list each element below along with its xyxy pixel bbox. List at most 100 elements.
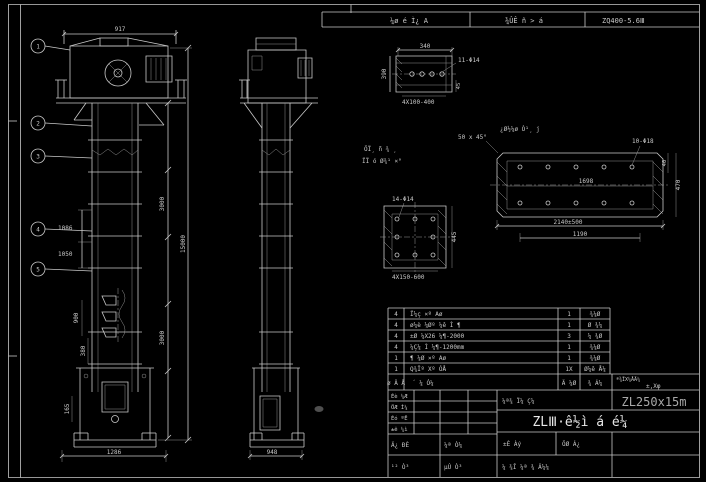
sig-label-1: Éè ¼Æ bbox=[391, 392, 408, 400]
title-bottom-note: ¼ ¾Î ¼ª ¾ Ä¼¼ bbox=[502, 464, 549, 471]
svg-text:´ ¼ Ó¼: ´ ¼ Ó¼ bbox=[412, 380, 434, 387]
front-dim-width: 917 bbox=[115, 26, 126, 33]
side-dim-base: 948 bbox=[267, 449, 278, 456]
svg-text:¶ ¼Ø ×º Aø: ¶ ¼Ø ×º Aø bbox=[410, 355, 447, 362]
balloon-2: 2 bbox=[31, 116, 92, 130]
balloon-1: 1 bbox=[31, 39, 70, 53]
parts-footer: ø Ä Å ´ ¼ Ó¼ Ä ¼Ø ¾ Á¼ ª¾ÏX¼ÅÄ¼ ±,Xφ bbox=[387, 376, 661, 390]
svg-text:¼Ç¼ Ì ¼¶-1200mm: ¼Ç¼ Ì ¼¶-1200mm bbox=[410, 344, 465, 351]
weight-label: ÖØ Á¿ bbox=[562, 441, 580, 448]
svg-text:ø Ä Å: ø Ä Å bbox=[387, 380, 405, 387]
balloon-5: 5 bbox=[31, 262, 92, 276]
drawing-title: ZLⅢ·ê½ì á é¼ bbox=[532, 415, 627, 430]
sig-label-3: Éó ºË bbox=[391, 414, 408, 422]
channel-dim-thickness: 45 bbox=[456, 83, 462, 90]
front-dim-sec-b: 3000 bbox=[159, 330, 166, 345]
svg-text:1: 1 bbox=[394, 366, 398, 373]
svg-text:2: 2 bbox=[36, 121, 40, 128]
sheet-label-1: ¹² Ò³ bbox=[391, 464, 409, 471]
svg-text:4: 4 bbox=[36, 227, 40, 234]
aux-label: ¼ª Ò¼ bbox=[444, 442, 462, 449]
svg-text:ø¼è ¼Øº ¼ê Ì ¶: ø¼è ¼Øº ¼ê Ì ¶ bbox=[410, 322, 461, 329]
front-dim-900: 900 bbox=[73, 312, 80, 323]
sheet-frame bbox=[9, 5, 700, 478]
svg-text:¾ Á¼: ¾ Á¼ bbox=[588, 380, 603, 387]
channel-dim-height: 390 bbox=[381, 68, 388, 79]
top-header-strip: ¼ø é Ì¿ A ¾ÛÊ ñ > á ZQ400-5.6Ⅲ bbox=[322, 12, 699, 27]
flange-detail: ÖÏ¸ ñ ¾ ¸ ÏÏ ó Ø¾¹ ×° 14-Φ14 445 4X150-6… bbox=[362, 146, 458, 281]
svg-text:¾¼Ø: ¾¼Ø bbox=[590, 355, 601, 362]
svg-text:Ø ¾¼: Ø ¾¼ bbox=[588, 322, 603, 329]
parts-row-5: 1 ¶ ¼Ø ×º Aø 1 ¾¼Ø bbox=[394, 355, 601, 362]
svg-text:Ï¼ç ×º Aø: Ï¼ç ×º Aø bbox=[410, 311, 443, 318]
front-dim-1050: 1050 bbox=[58, 251, 73, 258]
flange-hole-spacing: 4X150-600 bbox=[392, 274, 425, 281]
plate-detail: 50 x 45° ¿Ø½¼ø Ò¹¸ j 10-Φ18 1698 40 470 … bbox=[458, 126, 682, 242]
svg-text:1: 1 bbox=[36, 44, 40, 51]
plate-dim-overall: 2140±500 bbox=[554, 219, 583, 226]
front-dim-base: 1286 bbox=[107, 449, 122, 456]
svg-text:1: 1 bbox=[567, 311, 571, 318]
scale-label: ±È Àý bbox=[503, 440, 521, 448]
front-dim-165: 165 bbox=[64, 403, 71, 414]
title-block: Éè ¼Æ ÖÆ Í¼ Éó ºË ±ê ¼ì Ä¿ ÐÈ ¼ª Ò¼ ¹² Ò… bbox=[388, 390, 699, 477]
channel-hole-spacing: 4X100-400 bbox=[402, 99, 435, 106]
svg-text:1: 1 bbox=[394, 355, 398, 362]
svg-text:¼ ¾Ø: ¼ ¾Ø bbox=[588, 333, 603, 340]
title-top-note: ¼ª¾ Ï¼ Ç¼ bbox=[502, 398, 535, 405]
svg-text:1: 1 bbox=[567, 344, 571, 351]
balloon-4: 4 bbox=[31, 222, 92, 236]
svg-text:±Ø ¼X26 ¼¶-2000: ±Ø ¼X26 ¼¶-2000 bbox=[410, 333, 465, 340]
plate-dim-sub: 1190 bbox=[573, 231, 588, 238]
side-view: 948 bbox=[239, 38, 318, 460]
svg-text:Q¾Îº Xº ÓÅ: Q¾Îº Xº ÓÅ bbox=[410, 366, 447, 373]
plate-dim-height: 470 bbox=[675, 179, 682, 190]
svg-text:4: 4 bbox=[394, 322, 398, 329]
svg-text:3: 3 bbox=[36, 154, 40, 161]
plate-dim-inner: 1698 bbox=[579, 178, 594, 185]
parts-row-3: 4 ±Ø ¼X26 ¼¶-2000 3 ¼ ¾Ø bbox=[394, 333, 602, 340]
channel-detail: 340 11-Φ14 390 4X100-400 45 bbox=[381, 43, 480, 106]
parts-row-4: 4 ¼Ç¼ Ì ¼¶-1200mm 1 ¾¼Ø bbox=[394, 344, 601, 351]
header-material-note: ¾ÛÊ ñ > á bbox=[505, 16, 543, 25]
svg-text:4: 4 bbox=[394, 333, 398, 340]
balloon-3: 3 bbox=[31, 149, 92, 163]
flange-note-1: ÖÏ¸ ñ ¾ ¸ bbox=[364, 146, 397, 153]
parts-list: 4 Ï¼ç ×º Aø 1 ¾¼Ø 4 ø¼è ¼Øº ¼ê Ì ¶ 1 Ø ¾… bbox=[387, 308, 699, 477]
svg-text:5: 5 bbox=[36, 267, 40, 274]
plate-dim-edge: 40 bbox=[662, 160, 668, 167]
svg-text:1X: 1X bbox=[565, 366, 573, 373]
sig-label-4: ±ê ¼ì bbox=[391, 426, 408, 433]
drawing-model: ZL250x15m bbox=[621, 395, 686, 409]
front-dim-height: 15000 bbox=[180, 235, 187, 253]
header-process-note: ¼ø é Ì¿ A bbox=[390, 16, 429, 25]
header-model-code: ZQ400-5.6Ⅲ bbox=[602, 17, 645, 25]
front-dim-sec-a: 3000 bbox=[159, 196, 166, 211]
svg-text:1: 1 bbox=[567, 322, 571, 329]
front-view: 917 bbox=[31, 26, 192, 462]
svg-text:3: 3 bbox=[567, 333, 571, 340]
plate-weld-note: ¿Ø½¼ø Ò¹¸ j bbox=[500, 126, 540, 133]
plate-holes-callout: 10-Φ18 bbox=[632, 138, 654, 145]
svg-text:¾¼Ø: ¾¼Ø bbox=[590, 344, 601, 351]
flange-holes-callout: 14-Φ14 bbox=[392, 196, 414, 203]
svg-text:¾¼Ø: ¾¼Ø bbox=[590, 311, 601, 318]
front-dim-380: 380 bbox=[80, 345, 87, 356]
channel-dim-width: 340 bbox=[420, 43, 431, 50]
sig-label-2: ÖÆ Í¼ bbox=[391, 403, 408, 411]
parts-row-1: 4 Ï¼ç ×º Aø 1 ¾¼Ø bbox=[394, 311, 601, 318]
date-label: Ä¿ ÐÈ bbox=[391, 441, 409, 449]
parts-row-6: 1 Q¾Îº Xº ÓÅ 1X Ø¼ê Å¼ bbox=[394, 366, 606, 373]
flange-note-2: ÏÏ ó Ø¾¹ ×° bbox=[362, 158, 402, 165]
flange-dim-height: 445 bbox=[451, 231, 458, 242]
svg-text:±,Xφ: ±,Xφ bbox=[646, 383, 661, 390]
svg-text:1: 1 bbox=[567, 355, 571, 362]
svg-text:ª¾ÏX¼ÅÄ¼: ª¾ÏX¼ÅÄ¼ bbox=[616, 376, 640, 383]
plate-chamfer-note: 50 x 45° bbox=[458, 134, 487, 141]
front-dim-1086: 1086 bbox=[58, 225, 73, 232]
smudge-mark bbox=[314, 406, 324, 412]
svg-text:4: 4 bbox=[394, 311, 398, 318]
svg-text:Ø¼ê Å¼: Ø¼ê Å¼ bbox=[584, 366, 606, 373]
